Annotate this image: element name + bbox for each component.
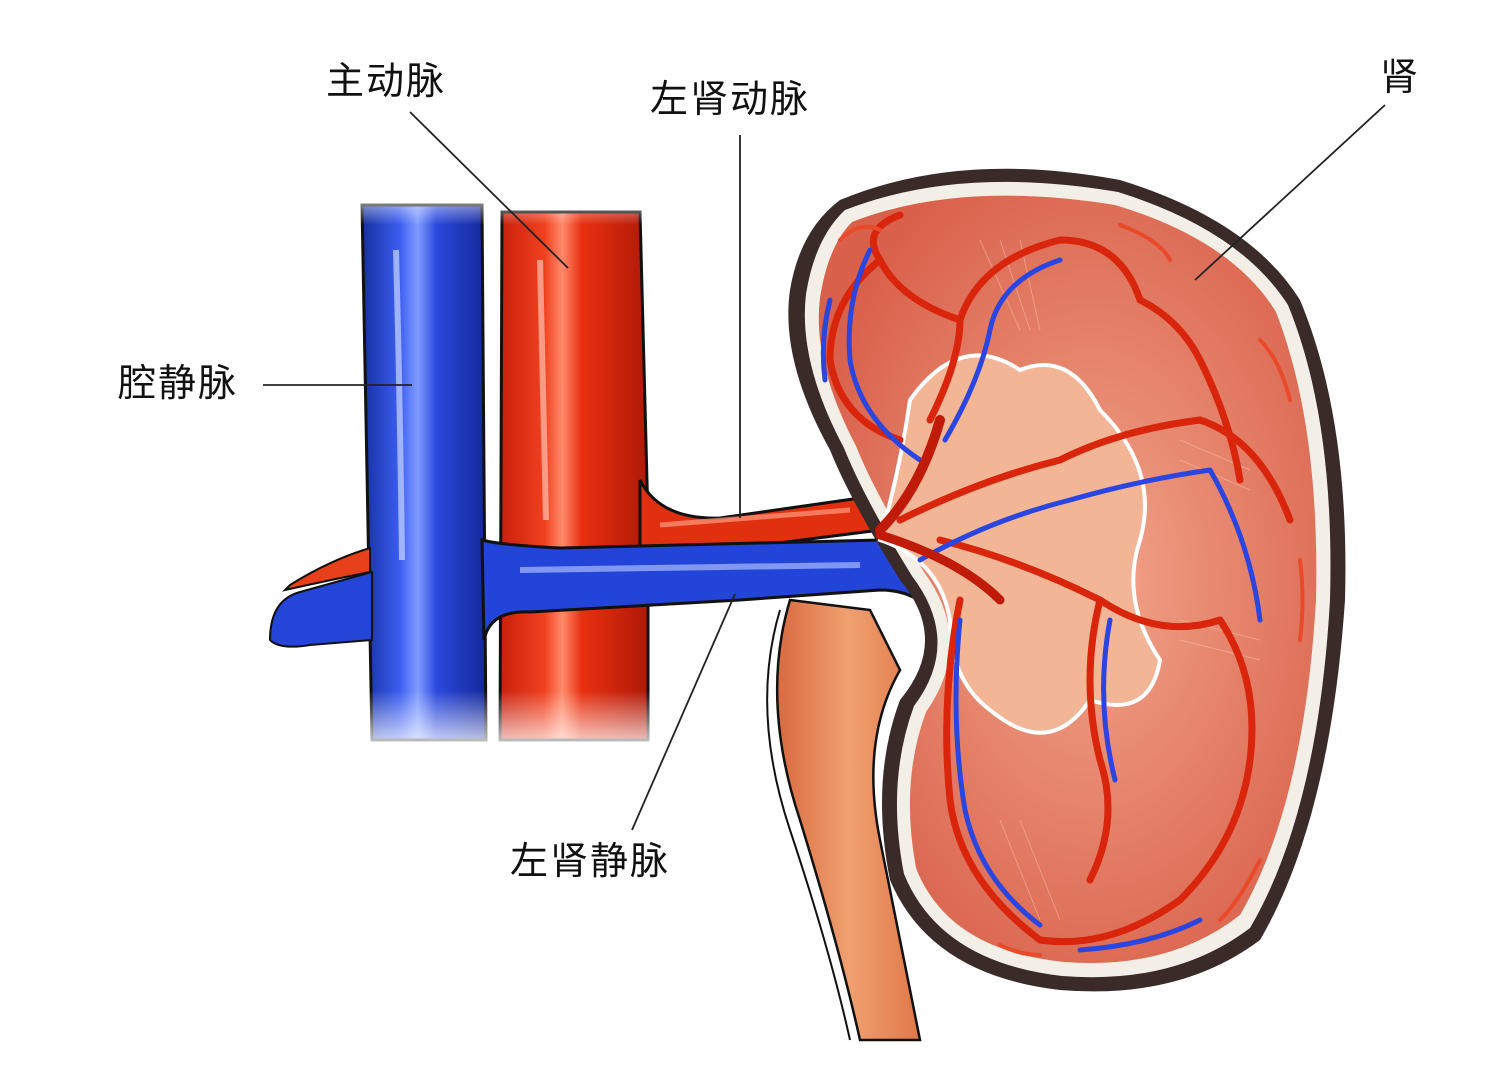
leader-aorta: [409, 111, 569, 269]
right-renal-vein-stub: [268, 570, 373, 648]
ureter: [760, 598, 922, 1043]
label-kidney: 肾: [1380, 55, 1421, 99]
label-left-renal-vein: 左肾静脉: [510, 839, 671, 883]
aorta: [498, 210, 650, 742]
leader-kidney: [1194, 104, 1386, 281]
label-aorta: 主动脉: [326, 59, 447, 103]
leader-left-renal-vein: [631, 593, 736, 831]
kidney: [788, 168, 1346, 992]
label-left-renal-artery: 左肾动脉: [650, 77, 811, 121]
label-vena-cava: 腔静脉: [118, 361, 239, 405]
vena-cava: [360, 203, 488, 742]
leader-lines: [263, 104, 1386, 831]
